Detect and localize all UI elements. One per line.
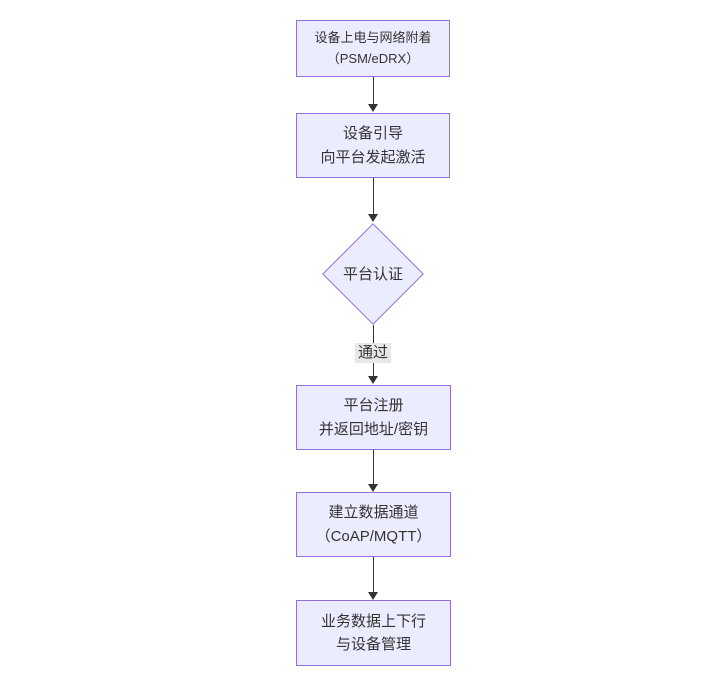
node-data-channel-line1: 建立数据通道 (328, 504, 419, 522)
node-data-channel: 建立数据通道 （CoAP/MQTT） (296, 492, 451, 557)
connector-4-line (372, 450, 374, 484)
node-register-line2: 并返回地址/密钥 (318, 420, 429, 438)
edge-label-pass: 通过 (354, 343, 392, 363)
connector-5 (368, 557, 378, 600)
connector-5-line (372, 557, 374, 592)
node-business-line2: 与设备管理 (335, 636, 411, 653)
node-data-channel-line2: （CoAP/MQTT） (315, 527, 432, 545)
arrow-down-icon (368, 484, 378, 492)
node-business-line1: 业务数据上下行 (320, 612, 426, 630)
node-power-on: 设备上电与网络附着 （PSM/eDRX） (296, 20, 450, 77)
connector-2-line (372, 178, 374, 214)
node-register: 平台注册 并返回地址/密钥 (296, 385, 451, 450)
node-register-line1: 平台注册 (343, 397, 404, 415)
connector-4 (368, 450, 378, 492)
node-business: 业务数据上下行 与设备管理 (296, 600, 451, 666)
arrow-down-icon (368, 104, 378, 112)
node-platform-auth-label: 平台认证 (342, 266, 403, 283)
arrow-down-icon (368, 376, 378, 384)
node-power-on-line2: （PSM/eDRX） (326, 50, 420, 66)
node-bootstrap-line2: 向平台发起激活 (320, 148, 426, 166)
connector-1 (368, 77, 378, 112)
node-bootstrap: 设备引导 向平台发起激活 (296, 113, 450, 178)
connector-1-line (372, 77, 374, 104)
arrow-down-icon (368, 592, 378, 600)
arrow-down-icon (368, 214, 378, 222)
node-platform-auth: 平台认证 (322, 222, 424, 325)
connector-2 (368, 178, 378, 222)
node-bootstrap-line1: 设备引导 (342, 125, 403, 143)
node-power-on-line1: 设备上电与网络附着 (314, 30, 432, 46)
